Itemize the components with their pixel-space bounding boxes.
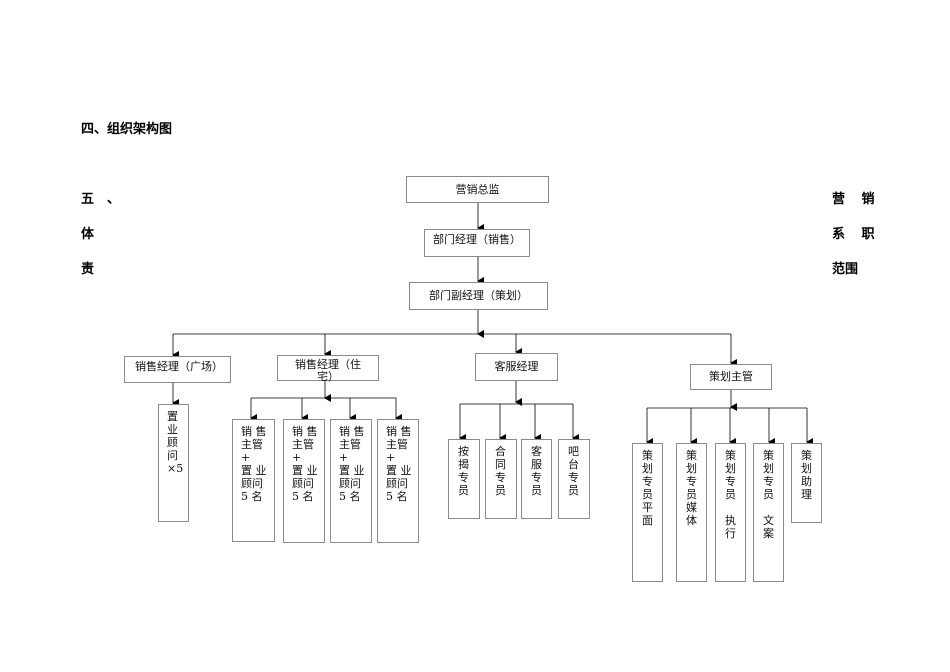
org-node-sales-manager-residential: 销售经理（住宅） <box>277 355 379 383</box>
org-node-sales-team-2: 销 售 主管 + 置 业 顾问 5 名 <box>283 419 325 543</box>
org-node-consultants-square-label: 置 业 顾 问 ×5 <box>167 410 184 475</box>
section-5-heading-left-3: 责 <box>81 262 95 277</box>
org-node-mortgage-specialist: 按 揭 专 员 <box>448 439 480 519</box>
org-node-contract-specialist-label: 合 同 专 员 <box>495 445 506 497</box>
org-node-sales-team-1: 销 售 主管 + 置 业 顾问 5 名 <box>232 419 275 542</box>
org-node-director: 营销总监 <box>406 176 549 203</box>
org-node-contract-specialist: 合 同 专 员 <box>485 439 517 519</box>
org-node-sales-team-4-label: 销 售 主管 + 置 业 顾问 5 名 <box>386 425 412 503</box>
org-node-planning-assistant-label: 策 划 助 理 <box>801 449 812 501</box>
org-node-planner-execution: 策 划 专 员 执 行 <box>715 443 746 582</box>
org-node-planner-execution-label: 策 划 专 员 执 行 <box>725 449 736 540</box>
org-node-cs-specialist: 客 服 专 员 <box>521 439 552 519</box>
section-5-heading-right-3: 范围 <box>832 262 859 277</box>
section-5-heading-left-2: 体 <box>81 227 95 242</box>
org-node-planning-assistant: 策 划 助 理 <box>791 443 822 523</box>
org-node-sales-team-3: 销 售 主管 + 置 业 顾问 5 名 <box>330 419 372 543</box>
org-node-mortgage-specialist-label: 按 揭 专 员 <box>458 445 469 497</box>
org-node-cs-manager: 客服经理 <box>475 353 558 381</box>
org-node-sales-team-2-label: 销 售 主管 + 置 业 顾问 5 名 <box>292 425 318 503</box>
org-node-sales-team-4: 销 售 主管 + 置 业 顾问 5 名 <box>377 419 419 543</box>
org-node-bar-specialist: 吧 台 专 员 <box>558 439 590 519</box>
org-node-planner-media-label: 策 划 专 员 媒 体 <box>686 449 697 527</box>
org-node-cs-specialist-label: 客 服 专 员 <box>531 445 542 497</box>
org-node-planner-copywriting: 策 划 专 员 文 案 <box>753 443 784 582</box>
org-node-bar-specialist-label: 吧 台 专 员 <box>568 445 579 497</box>
section-5-heading-right-2: 系 职 <box>832 227 881 242</box>
org-node-sales-team-1-label: 销 售 主管 + 置 业 顾问 5 名 <box>241 425 267 503</box>
section-5-heading-left: 五 、 <box>81 192 121 207</box>
org-node-planner-graphic: 策 划 专 员 平 面 <box>632 443 663 582</box>
org-node-planner-graphic-label: 策 划 专 员 平 面 <box>642 449 653 527</box>
org-node-planner-media: 策 划 专 员 媒 体 <box>676 443 707 582</box>
org-node-sales-manager-square: 销售经理（广场） <box>124 356 231 383</box>
org-node-deputy-manager: 部门副经理（策划） <box>409 282 548 310</box>
org-node-consultants-square: 置 业 顾 问 ×5 <box>158 404 189 522</box>
org-node-sales-team-3-label: 销 售 主管 + 置 业 顾问 5 名 <box>339 425 365 503</box>
section-4-heading: 四、组织架构图 <box>81 122 173 137</box>
org-node-planning-supervisor: 策划主管 <box>690 364 772 390</box>
org-node-planner-copywriting-label: 策 划 专 员 文 案 <box>763 449 774 540</box>
org-node-dept-manager: 部门经理（销售） <box>424 229 530 257</box>
section-5-heading-right: 营 销 <box>832 192 881 207</box>
